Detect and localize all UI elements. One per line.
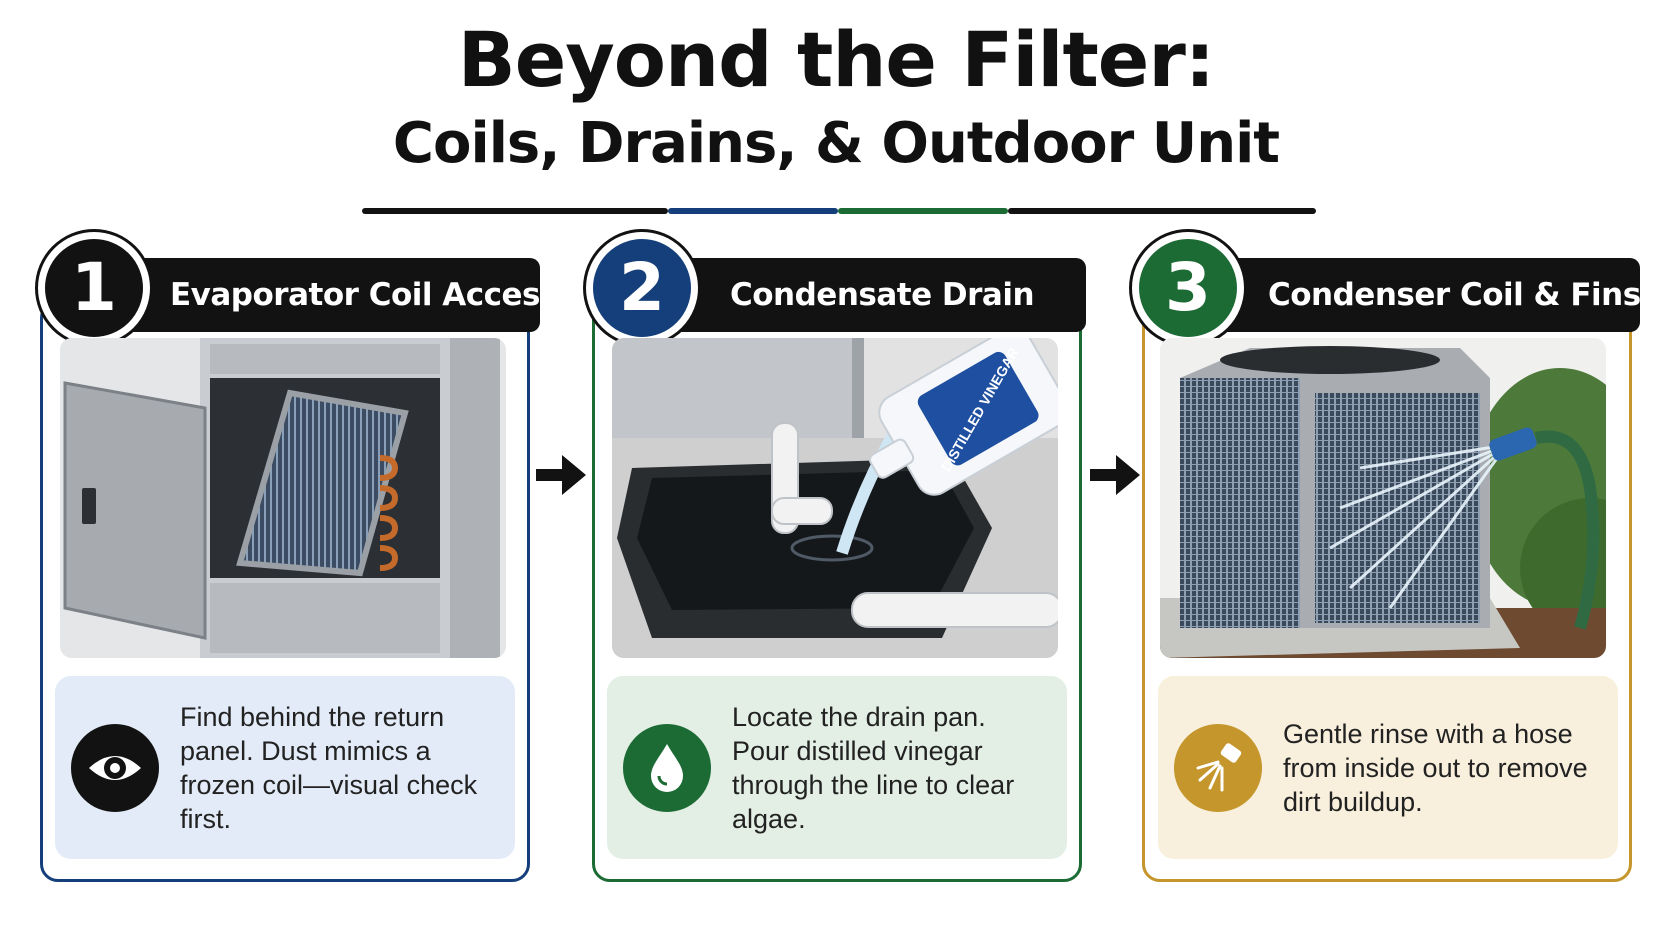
vinegar-bottle	[868, 338, 1058, 496]
title-underline-black-left	[362, 208, 668, 214]
step-3-header: Condenser Coil & Fins	[1212, 258, 1641, 332]
step-3-number-badge: 3	[1132, 232, 1244, 344]
step-1-heading: Evaporator Coil Access	[170, 277, 558, 313]
evaporator-coil-illustration	[60, 338, 506, 658]
eye-icon	[71, 723, 159, 812]
step-3-info-box: Gentle rinse with a hose from inside out…	[1158, 676, 1618, 859]
condensate-drain-illustration: DISTILLED VINEGAR	[612, 338, 1058, 658]
step-2-description: Locate the drain pan. Pour distilled vin…	[732, 701, 1015, 834]
step-3-number: 3	[1165, 249, 1211, 326]
step-2-info-box: Locate the drain pan. Pour distilled vin…	[607, 676, 1067, 859]
step-1-description: Find behind the return panel. Dust mimic…	[180, 701, 478, 834]
step-1-header: Evaporator Coil Access	[120, 258, 558, 332]
step-1-number: 1	[71, 249, 117, 326]
step-1-info-box: Find behind the return panel. Dust mimic…	[55, 676, 515, 859]
step-2-number-badge: 2	[586, 232, 698, 344]
water-drop-icon	[623, 723, 711, 812]
step-1-number-badge: 1	[38, 232, 150, 344]
arrow-right-icon	[536, 450, 588, 500]
step-3-description: Gentle rinse with a hose from inside out…	[1283, 718, 1588, 817]
title-underline-blue	[668, 208, 838, 214]
page-subtitle: Coils, Drains, & Outdoor Unit	[392, 111, 1280, 176]
title-underline-black-right	[1008, 208, 1316, 214]
hose-spray-icon	[1174, 723, 1262, 812]
step-2-header: Condensate Drain	[662, 258, 1086, 332]
page-title: Beyond the Filter:	[457, 15, 1215, 104]
title-underline-green	[838, 208, 1008, 214]
step-2-heading: Condensate Drain	[730, 277, 1035, 313]
arrow-right-icon	[1090, 450, 1142, 500]
step-3-heading: Condenser Coil & Fins	[1268, 277, 1641, 313]
condenser-unit-illustration	[1160, 338, 1606, 658]
step-2-number: 2	[619, 249, 665, 326]
